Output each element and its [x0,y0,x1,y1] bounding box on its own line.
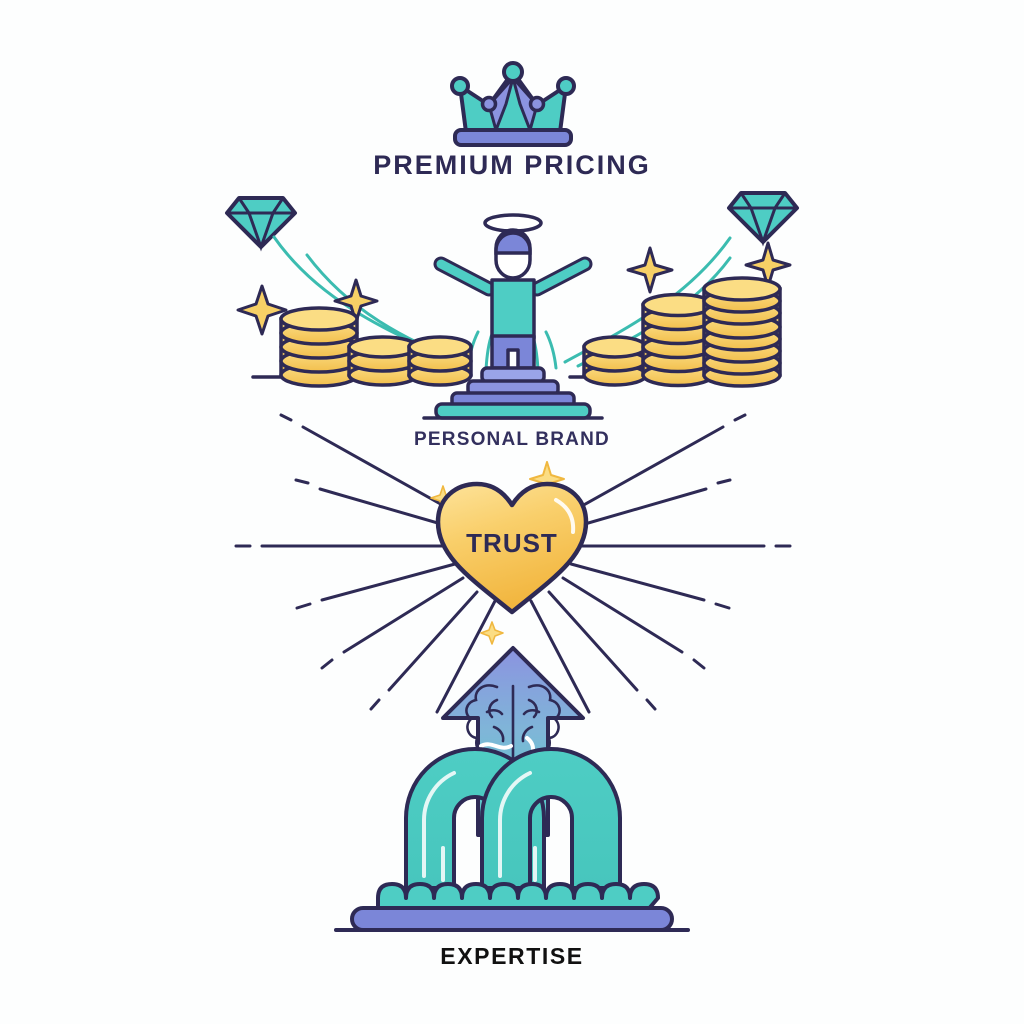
sparkle-icon [626,246,674,294]
page-title-premium-pricing: PREMIUM PRICING [373,150,651,180]
diamond-icon [727,191,799,247]
heart-label-trust: TRUST [466,528,558,558]
radiating-rays [234,413,792,714]
heart-icon [435,481,589,615]
diamond-icon [225,196,297,252]
coin-stack-icon [279,306,473,388]
coin-stack-icon [582,276,782,388]
section-label-expertise: EXPERTISE [440,943,584,969]
person-figure-icon [433,213,593,370]
podium-icon [422,366,604,420]
sparkle-icon [480,621,504,645]
arch-foundation-icon [334,747,690,932]
crown-icon [450,61,576,147]
section-label-personal-brand: PERSONAL BRAND [414,429,610,450]
sparkle-icon [236,284,288,336]
